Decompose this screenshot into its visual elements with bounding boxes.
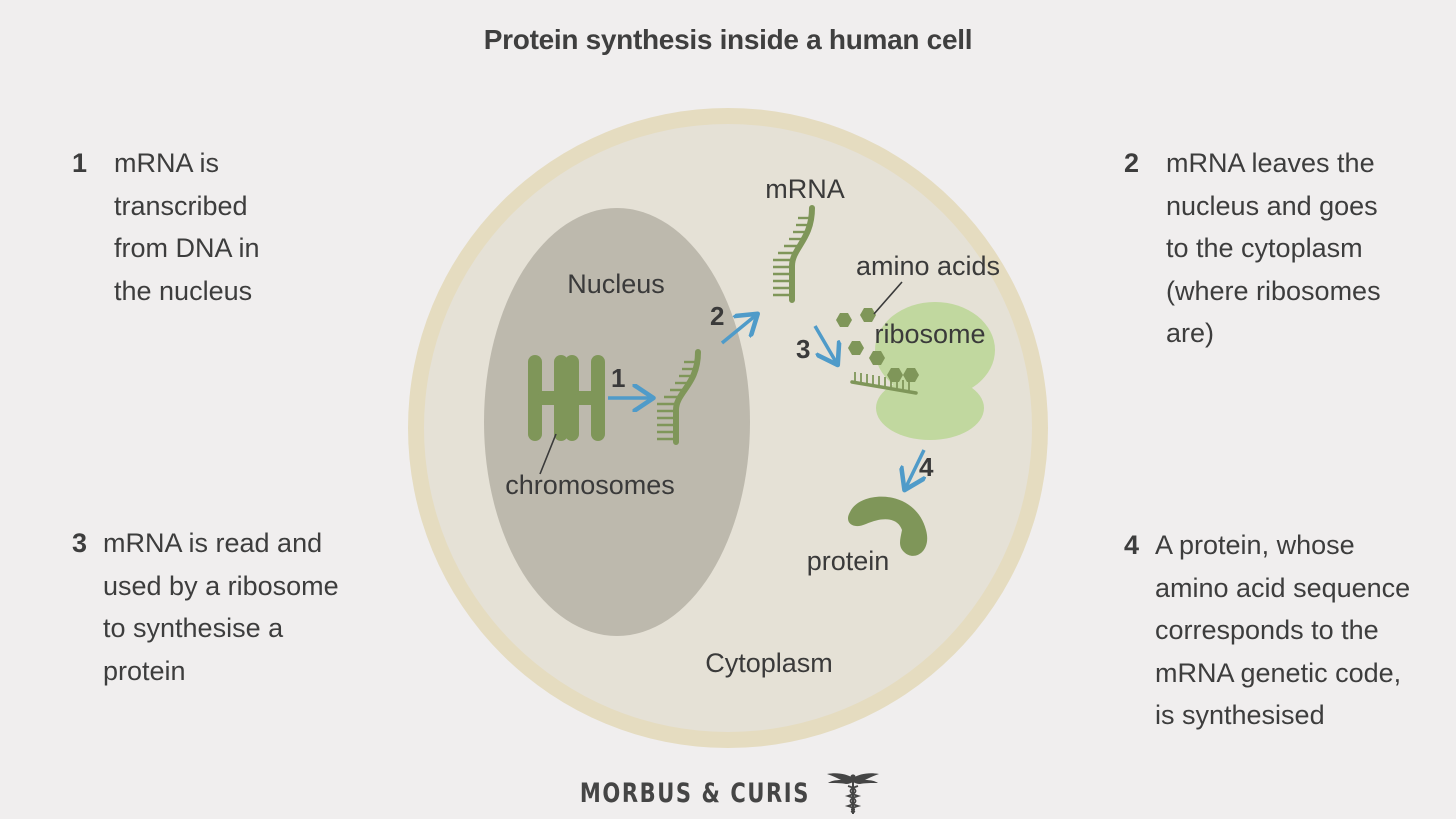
- step-1-number: 1: [72, 148, 88, 178]
- brand-name: MORBUS & CURIS: [579, 777, 810, 809]
- nucleus-label: Nucleus: [567, 269, 665, 299]
- protein-icon: [847, 496, 928, 556]
- brand-footer: MORBUS & CURIS: [0, 770, 1456, 816]
- step-3-number: 3: [72, 528, 88, 558]
- caduceus-icon: [827, 773, 880, 814]
- arrow-3: [813, 325, 836, 362]
- step-1: 1 mRNA is transcribed from DNA in the nu…: [72, 142, 260, 312]
- amino-acids-label: amino acids: [856, 251, 1000, 281]
- step-4-text: A protein, whose amino acid sequence cor…: [1155, 530, 1411, 730]
- arrow-3-number: 3: [796, 334, 810, 364]
- step-2-text: mRNA leaves the nucleus and goes to the …: [1166, 148, 1381, 348]
- ribosome-label: ribosome: [874, 319, 985, 349]
- step-4: 4 A protein, whose amino acid sequence c…: [1124, 524, 1410, 737]
- mrna-nucleus-icon: [657, 349, 701, 445]
- amino-acids-pointer: [873, 281, 903, 315]
- chromosomes-label: chromosomes: [505, 470, 675, 500]
- mrna-cytoplasm-icon: [773, 205, 815, 303]
- step-3-text: mRNA is read and used by a ribosome to s…: [103, 528, 339, 686]
- amino-acids-icon: [836, 308, 919, 382]
- nucleus: [484, 208, 750, 636]
- arrow-1-number: 1: [611, 363, 625, 393]
- page-title: Protein synthesis inside a human cell: [483, 24, 973, 55]
- mrna-ribosome-strand: [850, 372, 918, 395]
- mrna-label: mRNA: [765, 174, 845, 204]
- step-2-number: 2: [1124, 148, 1140, 178]
- chromosomes-icon: [528, 355, 605, 441]
- arrow-4: [906, 449, 924, 487]
- protein-label: protein: [807, 546, 890, 576]
- step-4-number: 4: [1124, 530, 1140, 560]
- cytoplasm-label: Cytoplasm: [705, 648, 833, 678]
- arrow-2-number: 2: [710, 301, 724, 331]
- arrow-2: [720, 316, 755, 345]
- step-1-text: mRNA is transcribed from DNA in the nucl…: [114, 148, 260, 306]
- step-2: 2 mRNA leaves the nucleus and goes to th…: [1124, 142, 1381, 355]
- chromosomes-pointer: [539, 433, 557, 475]
- arrow-4-number: 4: [919, 452, 934, 482]
- step-3: 3 mRNA is read and used by a ribosome to…: [72, 522, 339, 692]
